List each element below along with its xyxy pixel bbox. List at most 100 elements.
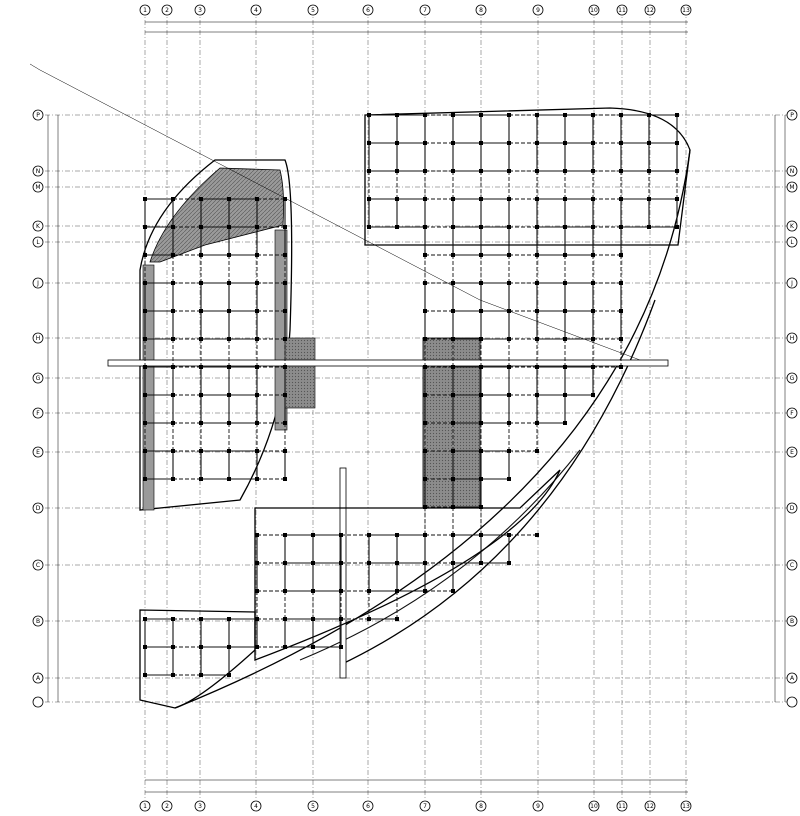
column-axis-bubble: 5 (307, 4, 319, 16)
row-axis-bubble: J (32, 277, 44, 289)
row-axis-bubble: F (786, 407, 798, 419)
svg-text:L: L (790, 239, 794, 246)
svg-text:5: 5 (311, 803, 315, 810)
svg-text:N: N (790, 168, 795, 175)
svg-text:D: D (790, 505, 795, 512)
row-axis-bubble (32, 696, 44, 708)
svg-text:7: 7 (423, 803, 427, 810)
svg-text:A: A (790, 675, 795, 682)
svg-text:3: 3 (198, 7, 202, 14)
column-axis-bubble: 9 (532, 800, 544, 812)
svg-text:13: 13 (682, 7, 690, 14)
row-axis-bubble: C (32, 559, 44, 571)
row-axis-bubble: J (786, 277, 798, 289)
svg-text:G: G (36, 375, 41, 382)
svg-text:P: P (36, 112, 40, 119)
row-axis-bubble: G (32, 372, 44, 384)
column-axis-bubble: 3 (194, 800, 206, 812)
column-axis-bubble: 7 (419, 800, 431, 812)
svg-text:B: B (790, 618, 794, 625)
column-grid (143, 113, 679, 677)
svg-text:H: H (36, 335, 41, 342)
svg-text:12: 12 (646, 803, 654, 810)
row-axis-bubble: N (32, 165, 44, 177)
row-axis-bubble: B (32, 615, 44, 627)
svg-text:H: H (790, 335, 795, 342)
svg-text:C: C (36, 562, 40, 569)
section-lines (29, 63, 641, 361)
svg-text:B: B (36, 618, 40, 625)
svg-text:12: 12 (646, 7, 654, 14)
row-axis-bubble: L (32, 236, 44, 248)
svg-text:9: 9 (536, 803, 540, 810)
left-wing (139, 159, 316, 511)
dimension-lines (47, 21, 786, 793)
column-axis-bubble: 1 (139, 4, 151, 16)
shaded-wall-right (274, 229, 288, 431)
svg-text:8: 8 (479, 803, 483, 810)
row-axis-bubble: P (786, 109, 798, 121)
row-axis-bubble: B (786, 615, 798, 627)
svg-text:4: 4 (254, 803, 258, 810)
column-axis-bubble: 5 (307, 800, 319, 812)
svg-text:E: E (36, 449, 40, 456)
row-axis-bubble: A (786, 672, 798, 684)
column-axis-bubble: 11 (616, 800, 628, 812)
row-axis-bubble: K (786, 220, 798, 232)
column-axis-bubble: 8 (475, 4, 487, 16)
bridge-band (107, 359, 669, 367)
column-axis-bubble: 7 (419, 4, 431, 16)
row-axis-bubble: K (32, 220, 44, 232)
svg-text:K: K (790, 223, 795, 230)
svg-text:5: 5 (311, 7, 315, 14)
row-axis-bubble (786, 696, 798, 708)
column-axis-bubble: 10 (588, 800, 600, 812)
svg-text:J: J (36, 280, 39, 287)
svg-text:D: D (36, 505, 41, 512)
svg-text:11: 11 (618, 7, 626, 14)
lower-middle-block (139, 469, 561, 709)
svg-text:6: 6 (366, 7, 370, 14)
row-axis-bubble: P (32, 109, 44, 121)
svg-text:A: A (36, 675, 41, 682)
svg-text:10: 10 (590, 803, 598, 810)
row-axis-bubble: N (786, 165, 798, 177)
column-axis-bubble: 12 (644, 4, 656, 16)
svg-text:4: 4 (254, 7, 258, 14)
column-axis-bubble: 2 (161, 800, 173, 812)
row-axis-bubble: G (786, 372, 798, 384)
row-axis-bubble: D (786, 502, 798, 514)
upper-right-block (364, 107, 691, 246)
row-axis-bubble: A (32, 672, 44, 684)
column-axis-bubble: 9 (532, 4, 544, 16)
row-axis-bubble: L (786, 236, 798, 248)
svg-text:G: G (790, 375, 795, 382)
beam-network (144, 114, 678, 676)
svg-text:3: 3 (198, 803, 202, 810)
svg-text:7: 7 (423, 7, 427, 14)
svg-text:J: J (790, 280, 793, 287)
svg-text:1: 1 (143, 7, 147, 14)
column-axis-bubble: 11 (616, 4, 628, 16)
row-axis-bubble: M (786, 181, 798, 193)
svg-text:2: 2 (165, 7, 169, 14)
row-axis-bubble: D (32, 502, 44, 514)
svg-text:2: 2 (165, 803, 169, 810)
svg-text:11: 11 (618, 803, 626, 810)
shaded-roof-area (149, 167, 284, 263)
svg-text:6: 6 (366, 803, 370, 810)
svg-text:9: 9 (536, 7, 540, 14)
column-axis-bubble: 2 (161, 4, 173, 16)
row-axis-bubble: E (32, 446, 44, 458)
column-axis-bubble: 4 (250, 4, 262, 16)
row-axis-bubble: M (32, 181, 44, 193)
svg-text:8: 8 (479, 7, 483, 14)
svg-text:M: M (35, 184, 40, 191)
svg-text:N: N (36, 168, 41, 175)
column-axis-bubble: 3 (194, 4, 206, 16)
svg-text:K: K (36, 223, 41, 230)
column-axis-bubble: 4 (250, 800, 262, 812)
shaded-wall-left (142, 264, 155, 511)
